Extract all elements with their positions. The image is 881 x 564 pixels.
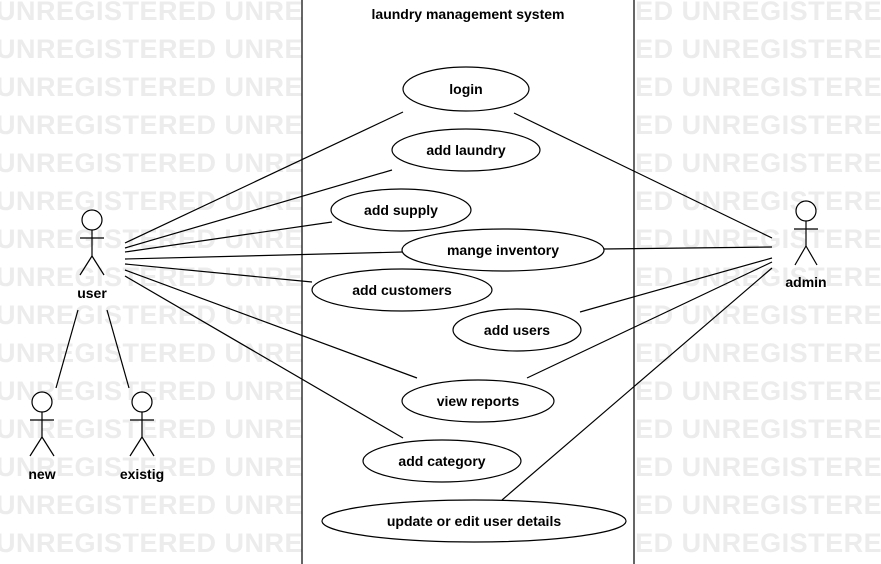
stick-figure-icon [29, 391, 55, 457]
assoc-user-login [124, 111, 404, 244]
system-title: laundry management system [372, 6, 565, 22]
use-case-label: add laundry [426, 142, 506, 158]
assoc-user-existig [106, 309, 130, 389]
actor-label: user [77, 285, 107, 301]
stick-figure-icon [794, 200, 818, 266]
actor-existig[interactable]: existig [120, 391, 164, 482]
assoc-user-add-laundry [124, 169, 393, 249]
use-case-label: update or edit user details [387, 513, 561, 529]
assoc-admin-update-user-details [501, 267, 773, 501]
assoc-user-add-customers [124, 263, 313, 283]
stick-figure-icon [79, 209, 105, 276]
use-case-add-customers[interactable]: add customers [311, 268, 493, 312]
use-case-view-reports[interactable]: view reports [401, 379, 555, 423]
use-case-label: mange inventory [447, 242, 559, 258]
use-case-login[interactable]: login [402, 66, 530, 112]
use-case-add-users[interactable]: add users [452, 308, 582, 352]
assoc-admin-add-users [579, 257, 773, 313]
use-case-label: add supply [364, 202, 438, 218]
use-case-add-category[interactable]: add category [362, 439, 522, 483]
use-case-add-supply[interactable]: add supply [330, 188, 472, 232]
use-case-label: add category [398, 453, 485, 469]
assoc-admin-mange-inventory [603, 246, 773, 250]
use-case-label: add users [484, 322, 550, 338]
actor-new[interactable]: new [28, 391, 56, 482]
assoc-user-mange-inventory [124, 251, 404, 260]
use-case-update-user-details[interactable]: update or edit user details [321, 499, 627, 543]
use-case-mange-inventory[interactable]: mange inventory [401, 228, 605, 272]
actor-admin[interactable]: admin [785, 200, 827, 290]
assoc-user-add-category [124, 275, 404, 439]
stick-figure-icon [129, 391, 155, 457]
assoc-admin-view-reports [526, 261, 773, 379]
actor-label: admin [785, 274, 826, 290]
use-case-label: login [449, 81, 482, 97]
actor-label: existig [120, 466, 164, 482]
use-case-label: add customers [352, 282, 452, 298]
use-case-add-laundry[interactable]: add laundry [391, 128, 541, 172]
actor-user[interactable]: user [77, 209, 107, 301]
use-case-label: view reports [437, 393, 520, 409]
actor-label: new [28, 466, 55, 482]
assoc-user-new [55, 309, 79, 389]
associations [55, 111, 773, 501]
assoc-user-view-reports [124, 269, 418, 379]
assoc-user-add-supply [124, 221, 333, 253]
assoc-admin-login [513, 112, 773, 239]
